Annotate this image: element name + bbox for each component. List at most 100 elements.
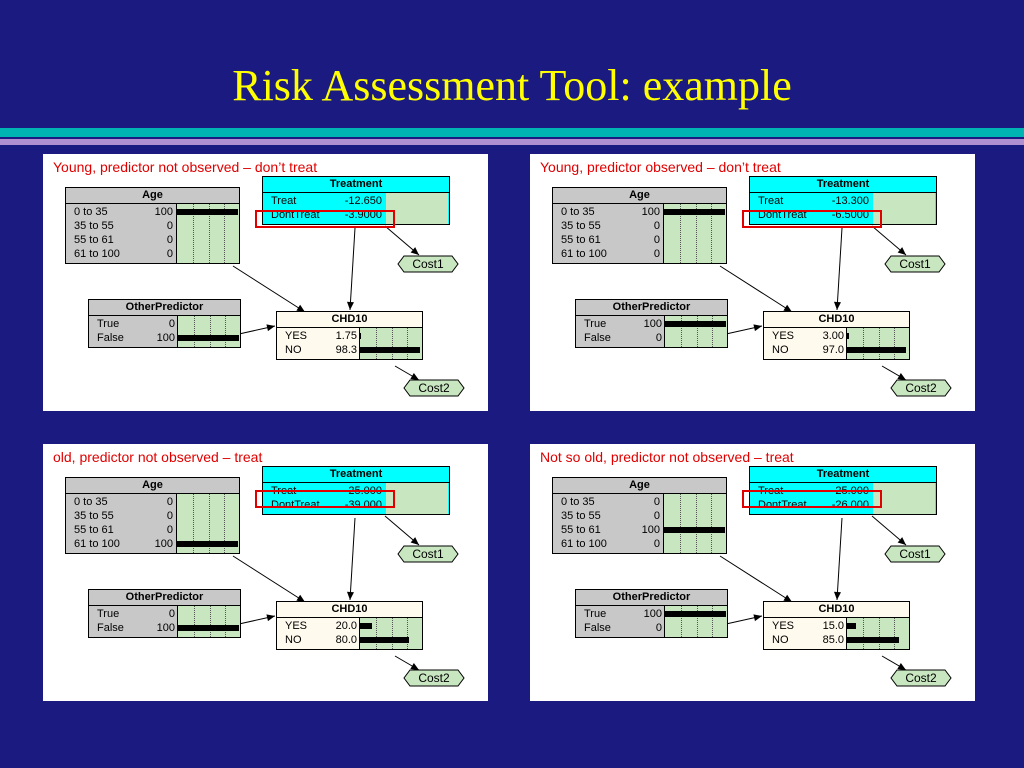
- cost1-node-hexagon: [397, 545, 459, 563]
- age-node-row-label: 55 to 61: [74, 524, 114, 536]
- treatment-node-utility-zone: [386, 193, 448, 224]
- cost2-node-hexagon: [890, 669, 952, 687]
- cost1-node[interactable]: Cost1: [397, 255, 459, 273]
- treatment-node-row-label: DontTreat: [758, 209, 807, 221]
- chd10-node-row-label: YES: [772, 330, 795, 342]
- chd10-node-gridline: [894, 618, 895, 649]
- other-predictor-node-row-value: 100: [643, 608, 662, 620]
- cost1-node-label: Cost1: [412, 257, 444, 271]
- network-arrows: [232, 515, 420, 671]
- cost1-node[interactable]: Cost1: [884, 255, 946, 273]
- age-node-row-label: 35 to 55: [74, 510, 114, 522]
- arrow-age-to-chd-head: [296, 304, 305, 312]
- chd10-node-row-value: 97.0: [822, 344, 844, 356]
- arrow-age-to-chd: [232, 555, 306, 603]
- chd10-node-row-label: YES: [772, 620, 795, 632]
- other-predictor-node-row-value: 0: [655, 332, 662, 344]
- other-predictor-node-belief-bar: [665, 611, 726, 617]
- cost2-node-shape: [890, 669, 952, 687]
- cost2-node[interactable]: Cost2: [403, 379, 465, 397]
- chd10-node-gridline: [407, 328, 408, 359]
- treatment-node-row-label: Treat: [271, 195, 297, 207]
- arrow-chd-to-cost2-head: [410, 662, 419, 670]
- arrow-treatment-to-chd-head: [833, 301, 841, 310]
- other-predictor-node-gridline: [194, 316, 195, 347]
- age-node-row-value: 0: [653, 234, 660, 246]
- arrow-age-to-chd-head: [783, 594, 792, 602]
- chd10-node-row-value: 85.0: [822, 634, 844, 646]
- chd10-node-title: CHD10: [764, 602, 909, 618]
- treatment-node-row: Treat-12.650: [263, 194, 449, 208]
- cost2-node-shape: [403, 379, 465, 397]
- other-predictor-node-gridline: [681, 606, 682, 637]
- other-predictor-node-row-label: False: [97, 622, 124, 634]
- chd10-node-row: YES 1.75: [277, 329, 422, 343]
- other-predictor-node-gridline: [697, 316, 698, 347]
- arrow-treatment-to-cost1-head: [410, 537, 419, 545]
- age-node-gridline: [711, 204, 712, 263]
- cost2-node[interactable]: Cost2: [890, 669, 952, 687]
- age-node-row-value: 100: [154, 206, 173, 218]
- cost2-node[interactable]: Cost2: [403, 669, 465, 687]
- treatment-highlight-box: [255, 210, 395, 228]
- arrow-other-to-chd-head: [266, 324, 275, 332]
- arrow-treatment-to-chd: [349, 227, 356, 311]
- cost1-node-shape: [884, 545, 946, 563]
- cost1-node[interactable]: Cost1: [397, 545, 459, 563]
- cost2-node-shape: [890, 379, 952, 397]
- cost1-node[interactable]: Cost1: [884, 545, 946, 563]
- age-node-gridline: [696, 494, 697, 553]
- other-predictor-node-bar-zone: [177, 606, 240, 637]
- treatment-node-row: DontTreat-39.000: [263, 498, 449, 512]
- cost2-node-label: Cost2: [418, 671, 450, 685]
- age-node-row-value: 0: [653, 220, 660, 232]
- cost2-node-label: Cost2: [905, 381, 937, 395]
- other-predictor-node-row-label: True: [584, 318, 607, 330]
- other-predictor-node-row-value: 100: [643, 318, 662, 330]
- cost1-node-hexagon: [397, 255, 459, 273]
- arrow-treatment-to-chd: [349, 517, 356, 601]
- chd10-node-row-value: 1.75: [335, 330, 357, 342]
- other-predictor-node-row-value: 0: [655, 622, 662, 634]
- age-node-row-value: 0: [653, 510, 660, 522]
- arrow-chd-to-cost2-head: [897, 372, 906, 380]
- title-stripe-lower: [0, 139, 1024, 145]
- cost1-node-hexagon: [884, 545, 946, 563]
- cost2-node-label: Cost2: [418, 381, 450, 395]
- chd10-node-gridline: [863, 618, 864, 649]
- chd10-node-row-label: YES: [285, 330, 308, 342]
- other-predictor-node-gridline: [210, 606, 211, 637]
- chd10-node-bar-zone: [359, 328, 422, 359]
- age-node-row-label: 61 to 100: [74, 248, 120, 260]
- cost2-node[interactable]: Cost2: [890, 379, 952, 397]
- age-node-gridline: [680, 494, 681, 553]
- arrow-age-to-chd: [719, 265, 793, 313]
